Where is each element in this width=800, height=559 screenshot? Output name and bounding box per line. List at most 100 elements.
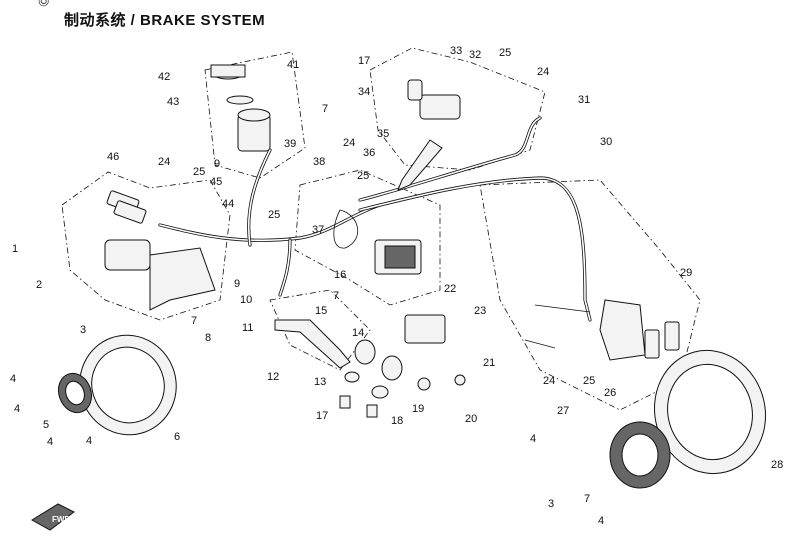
bushing-19b <box>381 355 403 381</box>
callout-c7a: 7 <box>191 315 197 327</box>
group-outlines <box>61 47 701 411</box>
callout-c7c: 7 <box>322 103 328 115</box>
callout-c17a: 17 <box>316 410 328 422</box>
pedal-hardware <box>339 339 466 418</box>
pedal-arm <box>274 319 351 369</box>
callout-c4f: 4 <box>598 515 604 527</box>
fwd-arrow-icon <box>31 503 75 531</box>
callout-c2: 2 <box>36 279 42 291</box>
callout-c24b: 24 <box>343 137 355 149</box>
reservoir-assembly <box>210 64 271 152</box>
outline-abs-unit <box>294 169 441 306</box>
callout-c12: 12 <box>267 371 279 383</box>
callout-c3: 3 <box>80 324 86 336</box>
callout-c13: 13 <box>314 376 326 388</box>
fwd-label: FWD <box>52 515 70 524</box>
callout-c16: 16 <box>334 269 346 281</box>
bolt-23a <box>534 304 591 313</box>
callout-c21: 21 <box>483 357 495 369</box>
callout-c42: 42 <box>158 71 170 83</box>
callout-c17b: 17 <box>358 55 370 67</box>
callout-c25b: 25 <box>357 170 369 182</box>
front-disc <box>57 334 177 436</box>
callout-c4d: 4 <box>86 435 92 447</box>
callout-c28: 28 <box>771 459 783 471</box>
callout-c46: 46 <box>107 151 119 163</box>
nut-20 <box>417 377 431 391</box>
bolt-23b <box>524 339 556 349</box>
callout-c34: 34 <box>358 86 370 98</box>
callout-c19: 19 <box>412 403 424 415</box>
callout-c25c: 25 <box>268 209 280 221</box>
rear-disc <box>609 349 766 489</box>
bolt-18 <box>366 404 378 418</box>
outline-front-caliper <box>61 171 231 321</box>
callout-c11: 11 <box>242 322 253 334</box>
front-caliper-body <box>104 239 151 271</box>
outline-handlebar-lever <box>369 47 546 171</box>
callout-c36: 36 <box>363 147 375 159</box>
callout-c4b: 4 <box>14 403 20 415</box>
callout-c33: 33 <box>450 45 462 57</box>
callout-c27: 27 <box>557 405 569 417</box>
front-caliper <box>104 190 216 311</box>
callout-c26: 26 <box>604 387 616 399</box>
outline-master-cylinder <box>204 51 306 179</box>
callout-c7b: 7 <box>333 290 339 302</box>
callout-c29: 29 <box>680 267 692 279</box>
brake-hoses <box>158 116 592 322</box>
outline-rear-caliper <box>479 179 701 411</box>
callout-c9a: 9 <box>214 158 220 170</box>
callout-c4a: 4 <box>10 373 16 385</box>
callout-c32: 32 <box>469 49 481 61</box>
hose-pedal <box>278 238 292 297</box>
pedal-bracket <box>404 314 446 344</box>
rear-caliper <box>524 299 680 361</box>
washer-18 <box>344 371 360 383</box>
callout-c44: 44 <box>222 198 234 210</box>
callout-c3b: 3 <box>548 498 554 510</box>
master-cylinder <box>419 94 461 120</box>
callout-c31: 31 <box>578 94 590 106</box>
caliper-bracket <box>149 247 216 311</box>
callout-c18: 18 <box>391 415 403 427</box>
callout-c24d: 24 <box>543 375 555 387</box>
callout-c5: 5 <box>43 419 49 431</box>
callout-c4e: 4 <box>530 433 536 445</box>
brake-lever <box>397 139 443 191</box>
callout-c25e: 25 <box>583 375 595 387</box>
callout-c24a: 24 <box>158 156 170 168</box>
callout-c25a: 25 <box>193 166 205 178</box>
bolt-17 <box>339 395 351 409</box>
callout-c15: 15 <box>315 305 327 317</box>
bushing-19a <box>354 339 376 365</box>
callout-c45: 45 <box>210 176 222 188</box>
callout-c37: 37 <box>312 224 324 236</box>
callout-c30: 30 <box>600 136 612 148</box>
callout-c23: 23 <box>474 305 486 317</box>
rear-pad <box>644 329 660 359</box>
callout-c1: 1 <box>12 243 18 255</box>
reservoir-diaphragm <box>226 95 254 105</box>
callout-c43: 43 <box>167 96 179 108</box>
callout-c35: 35 <box>377 128 389 140</box>
diagram-title: 制动系统 / BRAKE SYSTEM <box>64 12 266 29</box>
callout-c10: 10 <box>240 294 252 306</box>
callout-c7d: 7 <box>584 493 590 505</box>
callout-c20: 20 <box>465 413 477 425</box>
callout-c38: 38 <box>313 156 325 168</box>
callout-c22: 22 <box>444 283 456 295</box>
callout-c9b: 9 <box>234 278 240 290</box>
rear-caliper-body <box>599 299 646 361</box>
callout-c24c: 24 <box>537 66 549 78</box>
callout-c25d: 25 <box>499 47 511 59</box>
brake-pedal <box>274 314 446 369</box>
callout-c41: 41 <box>287 59 299 71</box>
callout-c4c: 4 <box>47 436 53 448</box>
fwd-badge: FWD <box>31 503 75 531</box>
callout-c39: 39 <box>284 138 296 150</box>
callout-c6: 6 <box>174 431 180 443</box>
